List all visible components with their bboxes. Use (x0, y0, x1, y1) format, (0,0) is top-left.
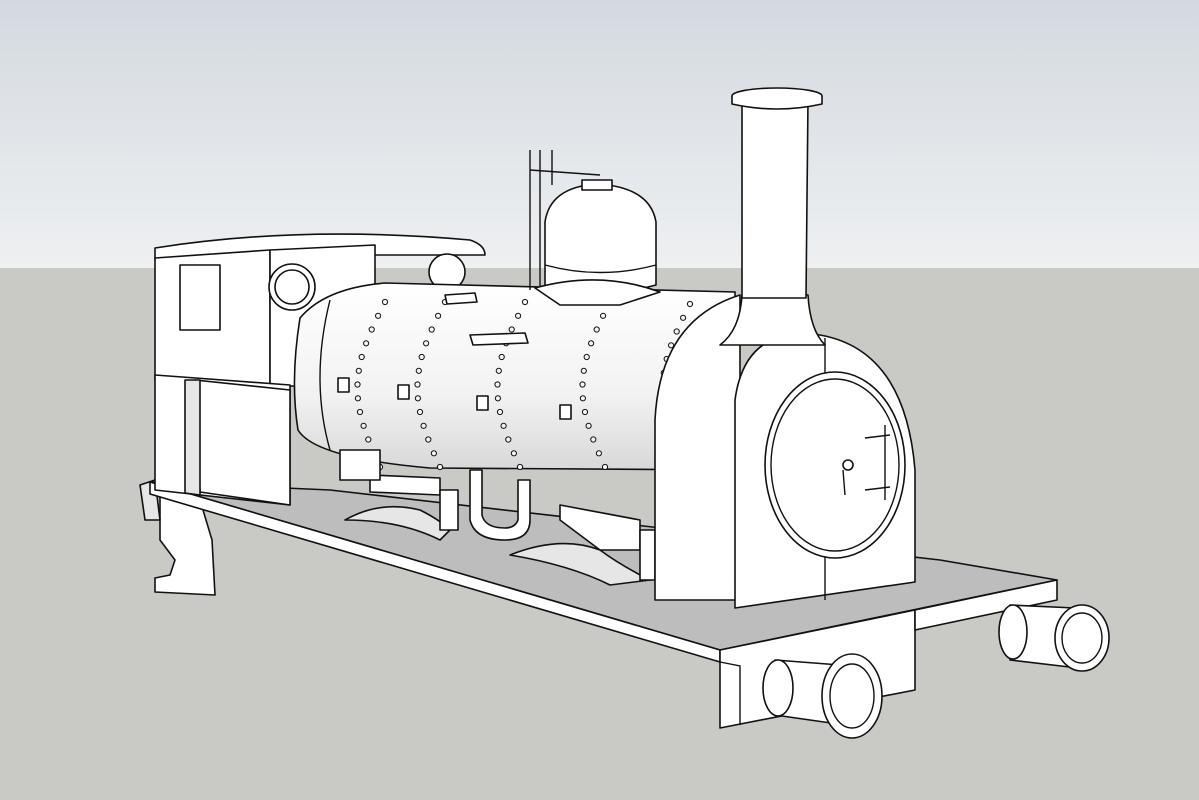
rivet (428, 326, 435, 333)
rivet (505, 436, 512, 443)
rivet (585, 422, 592, 429)
washout-plug (397, 384, 410, 400)
rivet (381, 298, 389, 306)
rivet (496, 408, 504, 416)
rivet (521, 298, 529, 306)
rivet (510, 450, 518, 457)
rivet (436, 463, 444, 471)
rivet (686, 300, 694, 308)
rivet (583, 353, 590, 361)
rivet (516, 463, 524, 471)
rivet (358, 353, 365, 361)
rivet (414, 381, 421, 388)
rivet (356, 408, 364, 416)
rivet (423, 340, 430, 347)
rivet (601, 463, 609, 471)
rivet (579, 381, 586, 388)
door-handle (842, 459, 854, 471)
rivet (600, 312, 607, 319)
rivet (588, 340, 595, 347)
rivet (416, 408, 424, 416)
rivet (673, 328, 680, 335)
washout-plug (476, 395, 489, 411)
rivet (579, 395, 587, 402)
pipework (339, 449, 656, 581)
rivet (494, 381, 501, 388)
rivet (425, 436, 432, 443)
rivet (420, 422, 427, 429)
chimney (719, 87, 826, 346)
rivet (415, 367, 422, 374)
rivet (515, 312, 522, 319)
rivet (365, 436, 372, 443)
rivet (495, 367, 502, 374)
rivet (508, 326, 515, 333)
cab (154, 233, 486, 506)
wheel-splashers (344, 505, 651, 586)
smokebox (654, 294, 916, 609)
washout-plug (337, 377, 350, 393)
rivet (494, 395, 501, 402)
rivet (375, 312, 382, 319)
rivet (590, 436, 597, 443)
rivet (414, 395, 421, 402)
buffer-left (762, 653, 883, 739)
rivet (354, 381, 361, 388)
smokebox-door (764, 371, 906, 559)
cab-window (179, 264, 221, 331)
rivet (430, 450, 437, 457)
rivet (595, 450, 603, 457)
rivet (680, 314, 687, 321)
rivet (581, 408, 589, 416)
rivet (500, 422, 507, 429)
washout-plug (559, 404, 572, 420)
rivet (580, 367, 587, 374)
buffer-right (998, 604, 1110, 672)
boiler-hatches (337, 377, 572, 420)
rivet (368, 326, 375, 333)
rivet (418, 353, 425, 361)
rivet (435, 312, 442, 319)
rivet (355, 367, 362, 374)
rivet (354, 395, 361, 402)
rivet (593, 326, 600, 333)
rivet (363, 340, 370, 347)
rivet (498, 353, 505, 361)
rivet (360, 422, 367, 429)
steam-dome (529, 150, 661, 306)
